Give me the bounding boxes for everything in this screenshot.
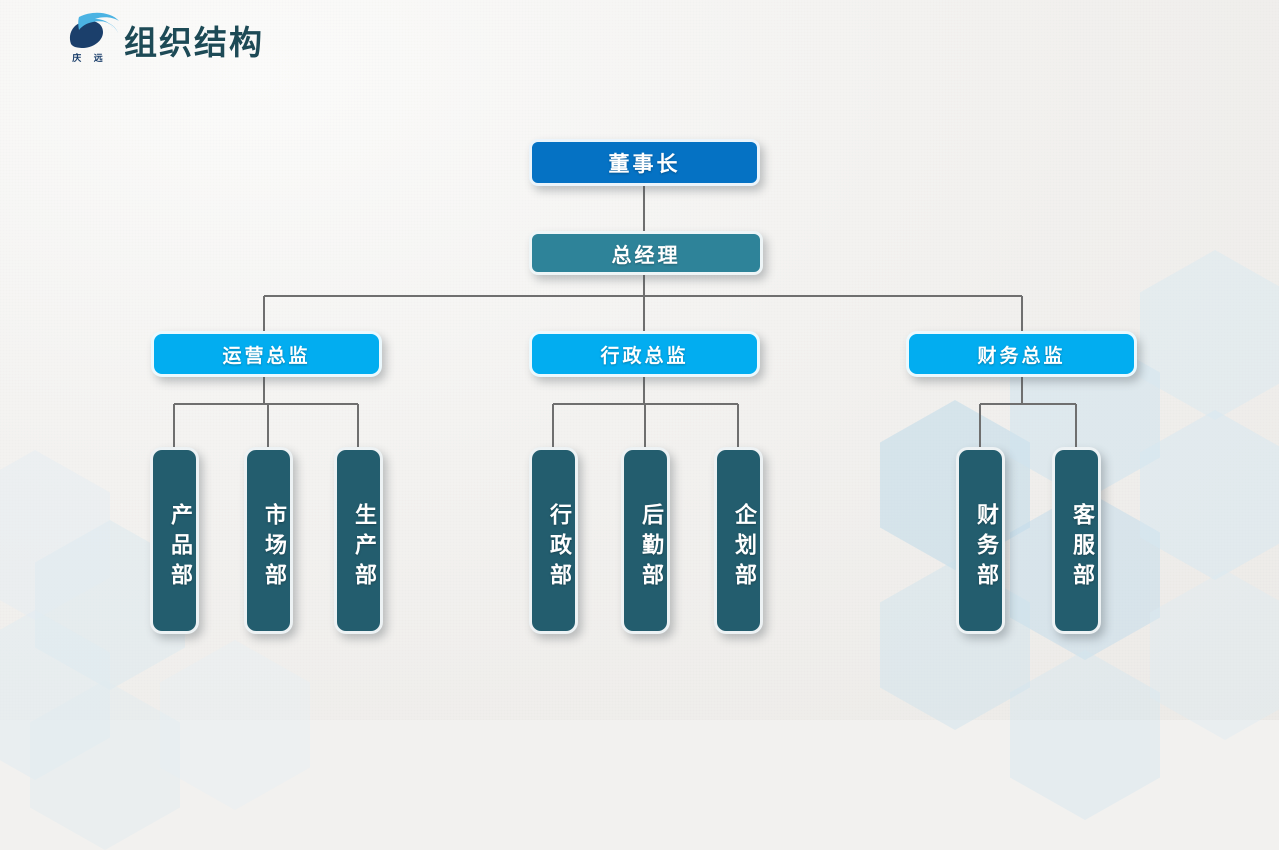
- node-customer-service-department-label: 客服部: [1070, 502, 1095, 593]
- node-planning-department[interactable]: 企划部: [714, 447, 763, 634]
- page-title: 组织结构: [124, 24, 264, 61]
- node-operations-director-label: 运营总监: [222, 345, 311, 367]
- node-administrative-director[interactable]: 行政总监: [529, 331, 760, 377]
- node-finance-director-label: 财务总监: [977, 345, 1066, 367]
- node-product-department-label: 产品部: [168, 502, 193, 593]
- node-administration-department[interactable]: 行政部: [529, 447, 578, 634]
- node-logistics-department-label: 后勤部: [639, 502, 664, 593]
- node-general-manager[interactable]: 总经理: [529, 231, 763, 275]
- node-finance-director[interactable]: 财务总监: [906, 331, 1137, 377]
- node-production-department[interactable]: 生产部: [334, 447, 383, 634]
- node-planning-department-label: 企划部: [732, 502, 757, 593]
- node-finance-department[interactable]: 财务部: [956, 447, 1005, 634]
- node-product-department[interactable]: 产品部: [150, 447, 199, 634]
- logo-wordmark: 庆 远: [72, 53, 108, 63]
- node-chairman[interactable]: 董事长: [529, 139, 760, 186]
- company-logo: 庆 远: [57, 8, 123, 64]
- node-production-department-label: 生产部: [352, 502, 377, 593]
- node-operations-director[interactable]: 运营总监: [151, 331, 382, 377]
- node-general-manager-label: 总经理: [611, 244, 681, 267]
- node-finance-department-label: 财务部: [974, 502, 999, 593]
- node-administration-department-label: 行政部: [547, 502, 572, 593]
- page-header: 庆 远 组织结构: [0, 0, 1279, 78]
- node-marketing-department-label: 市场部: [262, 502, 287, 593]
- qingyuan-swoosh-icon: [69, 12, 119, 48]
- node-customer-service-department[interactable]: 客服部: [1052, 447, 1101, 634]
- node-logistics-department[interactable]: 后勤部: [621, 447, 670, 634]
- node-marketing-department[interactable]: 市场部: [244, 447, 293, 634]
- node-administrative-director-label: 行政总监: [600, 345, 689, 367]
- node-chairman-label: 董事长: [608, 152, 681, 176]
- org-chart: 董事长 总经理 运营总监 行政总监 财务总监 产品部 市场部 生产部 行政部 后…: [150, 139, 1137, 634]
